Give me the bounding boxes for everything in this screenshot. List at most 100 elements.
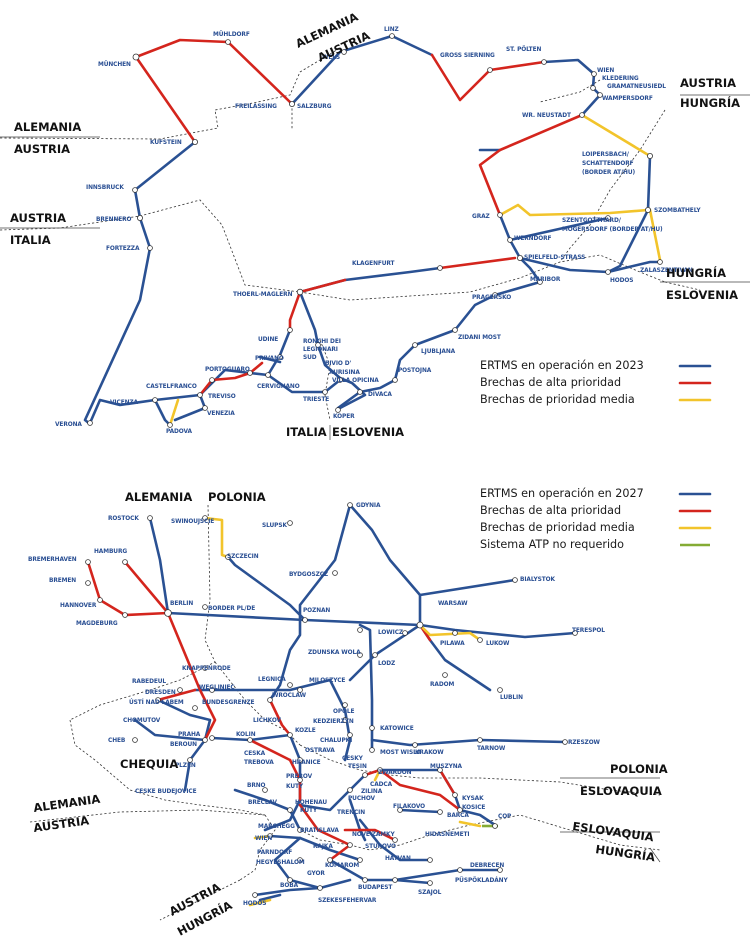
label-gyor: GYOR <box>307 869 325 877</box>
label-hatvan: HATVAN <box>385 854 411 862</box>
high-priority-lines <box>134 38 584 397</box>
label-krakow: KRAKOW <box>415 748 444 756</box>
label-linz: LINZ <box>384 25 399 33</box>
label-magdeburg: MAGDEBURG <box>76 619 118 627</box>
label-ljubljana: LJUBLJANA <box>421 347 456 355</box>
label-border-plde: BORDER PL/DE <box>208 604 255 612</box>
label-hegyeshalom: HEGYESHALOM <box>256 858 305 866</box>
label-poznan: POZNAN <box>303 606 330 614</box>
label-nove-zamky: NOVE ZAMKY <box>352 830 395 838</box>
label-kolin: KOLIN <box>236 730 256 738</box>
label-cervignano: CERVIGNANO <box>257 382 300 390</box>
label-breclav: BRECLAV <box>248 798 277 806</box>
label-villa-opicina: VILLA OPICINA <box>332 376 379 384</box>
label-tesin: TESIN <box>348 762 367 770</box>
label-medium: Brechas de prioridad media <box>480 521 635 534</box>
label-spielfeld: SPIELFELD-STRASS <box>524 253 585 261</box>
label-bratislava: BRATISLAVA <box>300 826 339 834</box>
label-filakovo: FILAKOVO <box>393 802 425 810</box>
label-cesky: CESKY <box>342 754 364 762</box>
label-at-left: AUSTRIA <box>14 142 70 156</box>
label-hu-bottom: HUNGRÍA <box>666 265 726 280</box>
label-puspokladany: PÜSPÖKLADÁNY <box>455 875 508 884</box>
label-usti: ÚSTÍ NAD LABEM <box>129 697 184 706</box>
label-weglinec: WEGLINIEC <box>199 683 235 691</box>
label-portogruaro: PORTOGUARO <box>205 365 250 373</box>
label-puchov: PUCHOV <box>348 794 376 802</box>
label-kledering: KLEDERING <box>602 74 639 82</box>
label-legnica: LEGNICA <box>258 675 286 683</box>
label-de-left: ALEMANIA <box>14 120 81 134</box>
label-klagenfurt: KLAGENFURT <box>352 259 395 267</box>
label-hodos: HODOS <box>243 899 266 907</box>
label-dresden: DRESDEN <box>145 688 176 696</box>
station-labels-2: ROSTOCK SWINOUJSCIE SZCZECIN SLUPSK GDYN… <box>28 501 605 907</box>
label-kysak: KYSAK <box>462 794 484 802</box>
label-thoerl: THOERL-MAGLERN <box>233 290 293 298</box>
label-beroun: BEROUN <box>170 740 197 748</box>
label-kedzierzyn: KEDZIERZYN <box>313 717 354 725</box>
label-treviso: TREVISO <box>208 392 236 400</box>
label-szentgotthard-2: MOGERSDORF (BORDER AT/HU) <box>562 225 663 233</box>
label-udine: UDINE <box>258 335 278 343</box>
label-radom: RADOM <box>430 680 454 688</box>
label-at-left2: AUSTRIA <box>10 211 66 225</box>
label-it-left: ITALIA <box>10 233 51 247</box>
label-kuty2: KUTY <box>300 806 318 814</box>
label-loipersbach-1: LOIPERSBACH/ <box>582 150 630 158</box>
label-rzeszow: RZESZOW <box>568 738 601 746</box>
label-cheb: CHEB <box>108 736 126 744</box>
label-hodos: HODOS <box>610 276 633 284</box>
label-padova: PADOVA <box>166 427 192 435</box>
label-rabedeul: RABEDEUL <box>132 677 166 685</box>
callout-lines <box>0 94 750 440</box>
label-szekesfehervar: SZEKESFEHERVAR <box>318 896 377 904</box>
label-komarom: KOMAROM <box>325 861 359 869</box>
label-wroclaw: WROCLAW <box>272 691 307 699</box>
label-kozle: KOZLE <box>295 726 316 734</box>
label-graz: GRAZ <box>472 212 490 220</box>
label-privano: PRIVANO <box>255 354 284 362</box>
label-ceske-budejovice: CESKE BUDEJOVICE <box>135 787 197 795</box>
label-ceska-1: CESKA <box>244 749 266 757</box>
label-hannover: HANNOVER <box>60 601 97 609</box>
label-loipersbach-3: (BORDER AT/HU) <box>582 168 635 176</box>
label-prerov: PREROV <box>286 772 313 780</box>
label-opole: OPOLE <box>333 707 355 715</box>
label-chalupki: CHALUPKI <box>320 736 352 744</box>
label-lukow: LUKOW <box>486 639 510 647</box>
label-lowicz: LOWICZ <box>378 628 403 636</box>
label-miloszyce: MILOSZYCE <box>309 676 345 684</box>
label-warsaw: WARSAW <box>438 599 468 607</box>
label-vicenza: VICENZA <box>110 398 139 406</box>
label-hamburg: HAMBURG <box>94 547 127 555</box>
label-szczecin: SZCZECIN <box>227 552 259 560</box>
label-plzen: PLZEN <box>175 761 196 769</box>
label-wien: WIEN <box>255 834 272 842</box>
label-medium: Brechas de prioridad media <box>480 393 635 406</box>
label-high: Brechas de alta prioridad <box>480 376 621 389</box>
label-bundesgrenze: BUNDESGRENZE <box>202 698 254 706</box>
label-gross-sierning: GROSS SIERNING <box>440 51 495 59</box>
label-operational: ERTMS en operación en 2027 <box>480 487 644 500</box>
label-hranice: HRANICE <box>292 758 321 766</box>
label-operational: ERTMS en operación en 2023 <box>480 359 644 372</box>
label-zalaszentivan: ZALASZENTIVAN <box>640 266 693 274</box>
label-postojna: POSTOJNA <box>398 366 432 374</box>
label-ceska-2: TREBOVA <box>244 758 274 766</box>
label-high: Brechas de alta prioridad <box>480 504 621 517</box>
label-bremen: BREMEN <box>49 576 76 584</box>
label-zilina: ZILINA <box>361 787 383 795</box>
label-ostrava: OSTRAVA <box>305 746 335 754</box>
label-venezia: VENEZIA <box>207 409 235 417</box>
label-parndorf: PARNDORF <box>257 848 292 856</box>
label-salzburg: SALZBURG <box>297 102 332 110</box>
label-at-right: AUSTRIA <box>680 76 736 90</box>
label-lichkov: LICHKOV <box>253 716 282 724</box>
label-pilawa: PILAWA <box>440 639 465 647</box>
label-brno: BRNO <box>247 781 266 789</box>
label-hu-right: HUNGRÍA <box>680 95 740 110</box>
label-maribor: MARIBOR <box>530 275 561 283</box>
label-cz: CHEQUIA <box>120 757 178 771</box>
label-rajka: RAJKA <box>313 842 333 850</box>
